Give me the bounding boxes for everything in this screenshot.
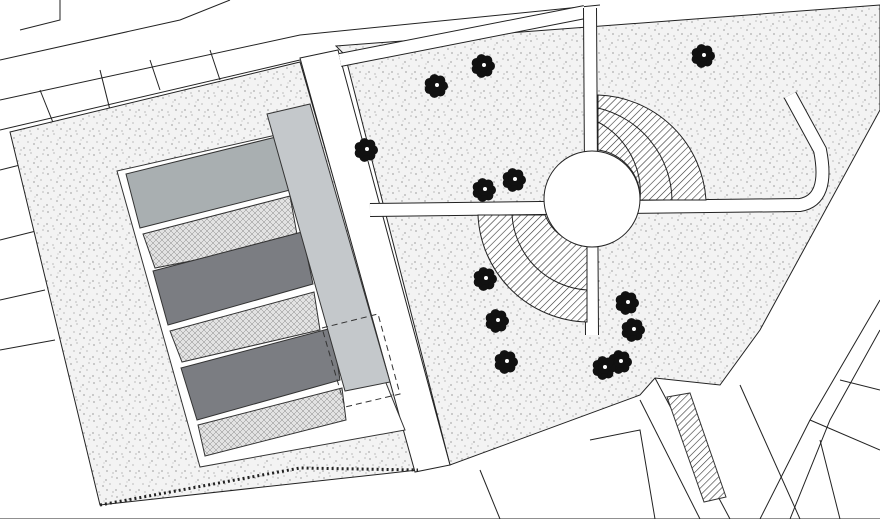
park-paths xyxy=(338,5,830,336)
dashed-outline xyxy=(321,313,401,408)
hatched-structure xyxy=(666,392,727,503)
tree-icon xyxy=(354,138,378,162)
building-bar-2 xyxy=(152,231,314,326)
tree-icon xyxy=(502,168,526,192)
garden-strip-3 xyxy=(197,387,347,457)
tree-icon xyxy=(592,356,616,380)
tree-icon xyxy=(608,350,632,374)
tree-icon xyxy=(472,178,496,202)
building-bar-3 xyxy=(180,327,341,421)
tree-icon xyxy=(485,309,509,333)
buildings xyxy=(116,103,727,503)
tree-icon xyxy=(494,350,518,374)
garden-strip-2 xyxy=(169,291,321,363)
tree-icon xyxy=(615,291,639,315)
tree-icon xyxy=(424,74,448,98)
tree-icon xyxy=(621,318,645,342)
roundabout xyxy=(543,150,641,248)
tree-icon xyxy=(473,267,497,291)
long-building xyxy=(266,103,391,392)
tree-icon xyxy=(471,54,495,78)
tree-icon xyxy=(691,44,715,68)
trees xyxy=(354,44,715,380)
